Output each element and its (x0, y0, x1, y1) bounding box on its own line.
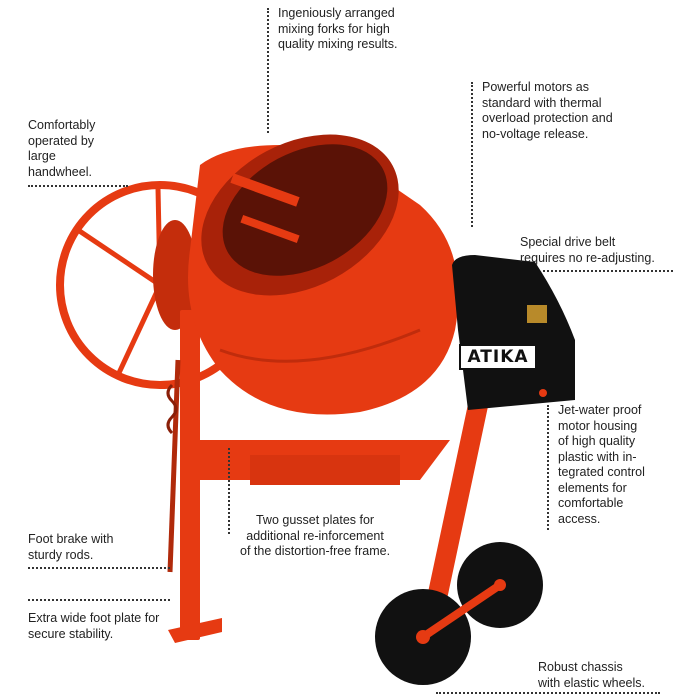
callout-chassis-line: with elastic wheels. (538, 675, 645, 690)
callout-foot-brake-line: Foot brake with (28, 532, 114, 546)
callout-handwheel-line: Comfortably (28, 118, 96, 132)
callout-leader-mixing-forks (267, 8, 269, 133)
foot-plate (168, 618, 222, 643)
callout-handwheel-line: large (28, 149, 56, 163)
callout-motors-line: overload protection and (482, 111, 613, 125)
callout-leader-drive-belt (543, 270, 673, 272)
callout-leader-motors (471, 82, 473, 227)
mixing-drum (188, 134, 459, 415)
callout-motors-line: standard with thermal (482, 95, 602, 110)
callout-foot-plate-line: Extra wide foot plate for (28, 611, 160, 625)
callout-foot-brake: Foot brake with sturdy rods. (28, 532, 113, 563)
callout-mixing-forks-line: mixing forks for high (278, 21, 390, 36)
callout-drive-belt-line: requires no re-adjusting. (520, 250, 655, 265)
callout-chassis-line: Robust chassis (538, 660, 623, 674)
callout-leader-chassis (436, 692, 660, 694)
callout-leader-handwheel (28, 185, 128, 187)
callout-foot-plate: Extra wide foot plate for secure stabili… (28, 611, 159, 642)
callout-motor-housing-line: elements for (558, 480, 627, 495)
callout-handwheel-line: operated by (28, 133, 95, 148)
callout-mixing-forks-line: Ingeniously arranged (278, 6, 395, 20)
callout-foot-brake-line: sturdy rods. (28, 547, 94, 562)
foot-brake-rods (166, 359, 181, 573)
callout-gusset-line: Two gusset plates for (255, 513, 375, 527)
callout-motor-housing-line: tegrated control (558, 465, 645, 479)
wheels (375, 542, 543, 685)
callout-motors-line: Powerful motors as (482, 80, 589, 94)
callout-gusset-line: of the distortion-free frame. (240, 544, 391, 558)
callout-motor-housing-line: of high quality (558, 434, 636, 448)
callout-motor-housing-line: Jet-water proof (558, 403, 642, 417)
callout-handwheel-line: handwheel. (28, 164, 92, 179)
callout-leader-motor-housing (547, 405, 549, 530)
motor-housing (452, 255, 575, 410)
callout-motor-housing-line: plastic with in- (558, 449, 637, 464)
callout-gusset-line: additional re-inforcement (246, 528, 384, 543)
callout-leader-gusset (228, 448, 230, 534)
callout-mixing-forks: Ingeniously arranged mixing forks for hi… (278, 6, 398, 53)
callout-chassis: Robust chassis with elastic wheels. (538, 660, 645, 691)
callout-mixing-forks-line: quality mixing results. (278, 37, 398, 51)
callout-motor-housing-line: motor housing (558, 418, 638, 433)
callout-motor-housing-line: comfortable (558, 496, 624, 510)
callout-motor-housing-line: access. (558, 511, 601, 526)
frame (180, 310, 493, 640)
callout-gusset: Two gusset plates for additional re-info… (240, 513, 390, 560)
callout-motor-housing: Jet-water proof motor housing of high qu… (558, 403, 645, 527)
callout-leader-foot-brake (28, 567, 170, 569)
atika-logo: ATIKA (467, 347, 529, 367)
callout-foot-plate-line: secure stability. (28, 626, 114, 641)
callout-drive-belt-line: Special drive belt (520, 235, 616, 249)
callout-drive-belt: Special drive belt requires no re-adjust… (520, 235, 655, 266)
callout-leader-foot-plate (28, 599, 170, 601)
callout-handwheel: Comfortably operated by large handwheel. (28, 118, 95, 180)
callout-motors-line: no-voltage release. (482, 126, 589, 141)
callout-motors: Powerful motors as standard with thermal… (482, 80, 613, 142)
